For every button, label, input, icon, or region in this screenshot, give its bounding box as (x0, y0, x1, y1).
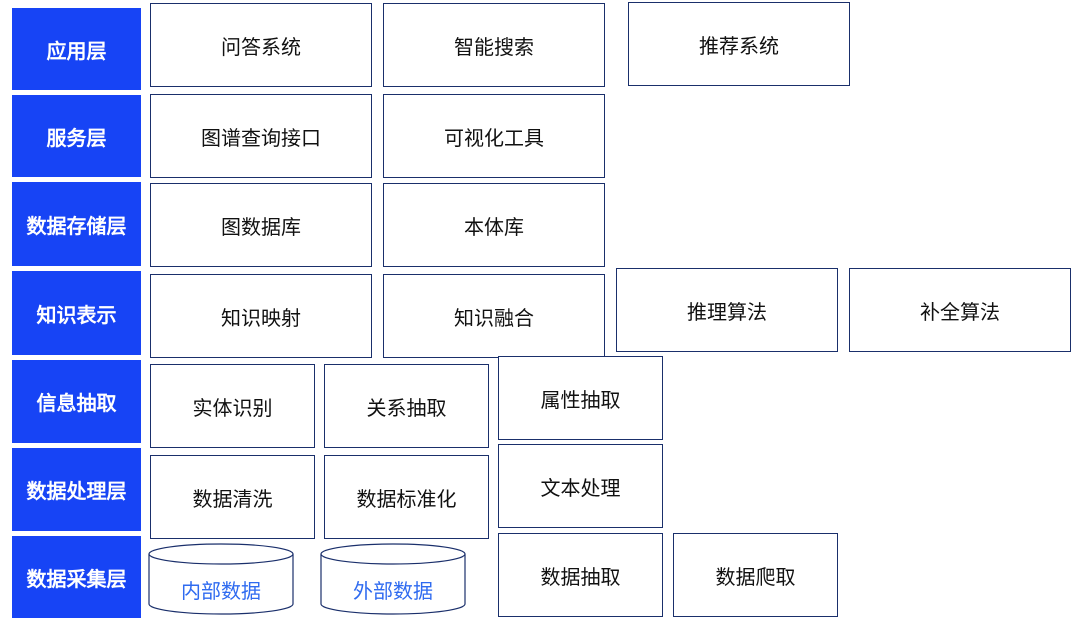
layer-processing: 数据处理层 (12, 448, 141, 531)
internal-data-cylinder: 内部数据 (148, 543, 294, 615)
layer-collection: 数据采集层 (12, 536, 141, 618)
external-data-cylinder: 外部数据 (320, 543, 466, 615)
data-crawling-box: 数据爬取 (673, 533, 838, 617)
smart-search-box: 智能搜索 (383, 3, 605, 87)
data-cleaning-box: 数据清洗 (150, 455, 315, 539)
knowledge-mapping-box: 知识映射 (150, 274, 372, 358)
data-standardization-box: 数据标准化 (324, 455, 489, 539)
internal-data-label: 内部数据 (181, 578, 261, 603)
entity-recognition-box: 实体识别 (150, 364, 315, 448)
attribute-extraction-box: 属性抽取 (498, 356, 663, 440)
recommendation-box: 推荐系统 (628, 2, 850, 86)
layer-service: 服务层 (12, 95, 141, 177)
qa-system-box: 问答系统 (150, 3, 372, 87)
reasoning-algorithm-box: 推理算法 (616, 268, 838, 352)
layer-storage: 数据存储层 (12, 182, 141, 266)
relation-extraction-box: 关系抽取 (324, 364, 489, 448)
visualization-tool-box: 可视化工具 (383, 94, 605, 178)
completion-algorithm-box: 补全算法 (849, 268, 1071, 352)
external-data-label: 外部数据 (353, 578, 433, 603)
graph-database-box: 图数据库 (150, 183, 372, 267)
knowledge-fusion-box: 知识融合 (383, 274, 605, 358)
data-extraction-box: 数据抽取 (498, 533, 663, 617)
graph-query-api-box: 图谱查询接口 (150, 94, 372, 178)
database-cylinder-icon (320, 543, 466, 615)
layer-knowledge: 知识表示 (12, 271, 141, 355)
ontology-library-box: 本体库 (383, 183, 605, 267)
layer-application: 应用层 (12, 8, 141, 90)
database-cylinder-icon (148, 543, 294, 615)
text-processing-box: 文本处理 (498, 444, 663, 528)
layer-extraction: 信息抽取 (12, 360, 141, 443)
